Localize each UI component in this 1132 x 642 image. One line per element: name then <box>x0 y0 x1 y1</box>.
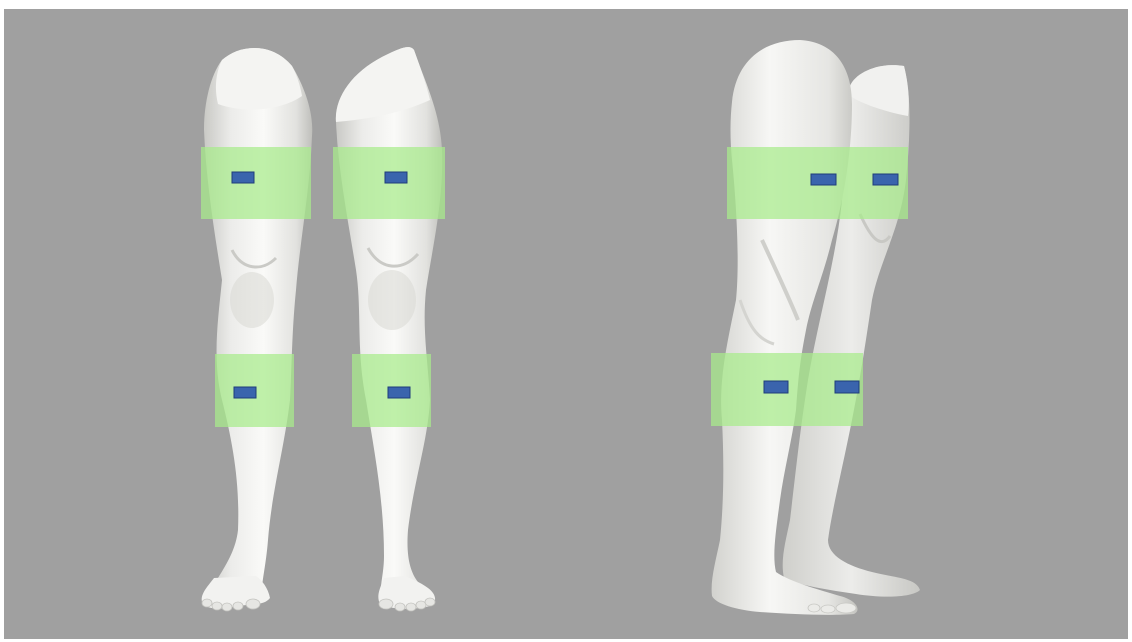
background <box>4 9 1128 639</box>
sensor-calf-front-leg <box>764 381 788 393</box>
knee-shading <box>230 272 274 328</box>
sensor-thigh-front-leg <box>811 174 836 185</box>
sensor-calf-back-leg <box>835 381 859 393</box>
sensor-thigh-right <box>385 172 407 183</box>
sensor-thigh-left <box>232 172 254 183</box>
sensor-calf-right <box>388 387 410 398</box>
sensor-calf-left <box>234 387 256 398</box>
sensor-thigh-back-leg <box>873 174 898 185</box>
knee-shading <box>368 270 416 330</box>
thigh-band-left <box>201 147 311 219</box>
